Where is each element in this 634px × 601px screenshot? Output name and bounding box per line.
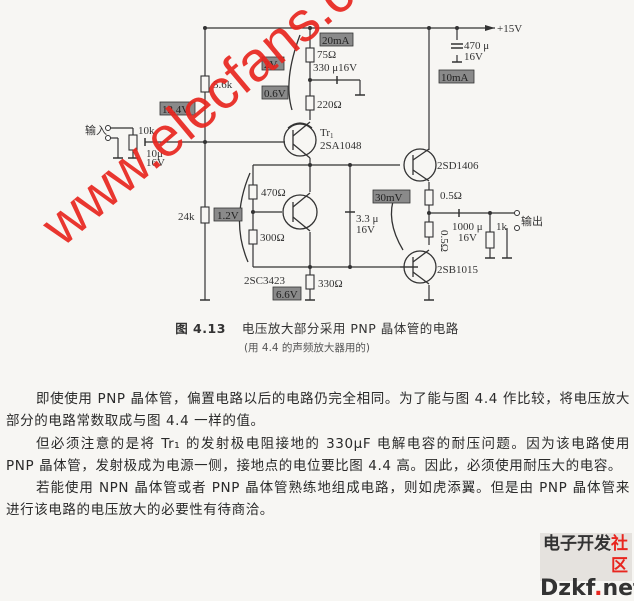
resistor-label: 5.6k bbox=[213, 79, 233, 91]
cap-label: 10μ bbox=[146, 148, 163, 160]
tr1-label: Tr1 bbox=[320, 127, 334, 140]
paragraph: 若能使用 NPN 晶体管或者 PNP 晶体管熟练地组成电路，则如虎添翼。但是由 … bbox=[6, 480, 630, 519]
figure-number: 图 4.13 bbox=[175, 321, 226, 336]
voltage-annotation: 6.6V bbox=[276, 289, 298, 301]
body-text: 即使使用 PNP 晶体管，偏置电路以后的电路仍完全相同。为了能与图 4.4 作比… bbox=[6, 388, 630, 522]
voltage-annotation: 1.2V bbox=[217, 210, 239, 222]
cap-label: 1000 μ bbox=[452, 221, 483, 233]
voltage-annotation: 12.4V bbox=[162, 104, 189, 116]
resistor-label: 24k bbox=[178, 211, 195, 223]
circuit-schematic: +15V 输入 输出 5.6k 24k 10k 10μ 16V 75Ω 330 … bbox=[28, 0, 543, 301]
resistor-label: 220Ω bbox=[317, 99, 342, 111]
resistor-label: 470Ω bbox=[261, 187, 286, 199]
resistor-label: 0.5Ω bbox=[438, 230, 450, 252]
cap-label: 470 μ bbox=[464, 40, 489, 52]
resistor-label: 75Ω bbox=[317, 49, 336, 61]
output-label: 输出 bbox=[521, 214, 543, 228]
resistor-label: 1k bbox=[496, 221, 508, 233]
cap-label: 330 μ16V bbox=[313, 62, 357, 74]
logo-text: D bbox=[540, 576, 559, 601]
resistor-label: 330Ω bbox=[318, 278, 343, 290]
part-label: 2SC3423 bbox=[244, 275, 285, 287]
figure-subtitle: (用 4.4 的声频放大器用的) bbox=[243, 342, 371, 354]
part-label: 2SD1406 bbox=[437, 160, 479, 172]
supply-label: +15V bbox=[497, 23, 522, 35]
logo-text: net bbox=[602, 576, 634, 601]
cap-label: 16V bbox=[464, 51, 483, 63]
cap-label: 3.3 μ bbox=[356, 213, 379, 225]
paragraph: 即使使用 PNP 晶体管，偏置电路以后的电路仍完全相同。为了能与图 4.4 作比… bbox=[6, 391, 630, 430]
part-label: 2SB1015 bbox=[437, 264, 478, 276]
logo-text: 电子开发 bbox=[543, 534, 611, 554]
cap-label: 16V bbox=[146, 157, 165, 169]
figure-caption: 图 4.13 电压放大部分采用 PNP 晶体管的电路 bbox=[0, 318, 634, 337]
current-annotation: 20mA bbox=[322, 35, 350, 47]
voltage-annotation: 0.6V bbox=[264, 88, 286, 100]
cap-label: 16V bbox=[458, 232, 477, 244]
pot-label: 10k bbox=[138, 125, 155, 137]
cap-label: 16V bbox=[356, 224, 375, 236]
resistor-label: 300Ω bbox=[260, 232, 285, 244]
paragraph: 但必须注意的是将 Tr₁ 的发射极电阻接地的 330μF 电解电容的耐压问题。因… bbox=[6, 435, 630, 474]
voltage-annotation: 30mV bbox=[375, 192, 403, 204]
figure-title: 电压放大部分采用 PNP 晶体管的电路 bbox=[241, 321, 459, 336]
input-label: 输入 bbox=[85, 123, 107, 137]
resistor-label: 0.5Ω bbox=[440, 190, 462, 202]
current-annotation: 10mA bbox=[441, 72, 469, 84]
logo-text: zkf bbox=[558, 576, 595, 601]
logo-text-red: 社区 bbox=[611, 534, 628, 576]
voltage-annotation: 2V bbox=[264, 59, 278, 71]
site-logo: 电子开发社区 Dzkf.net bbox=[540, 533, 634, 601]
part-label: 2SA1048 bbox=[320, 140, 362, 152]
